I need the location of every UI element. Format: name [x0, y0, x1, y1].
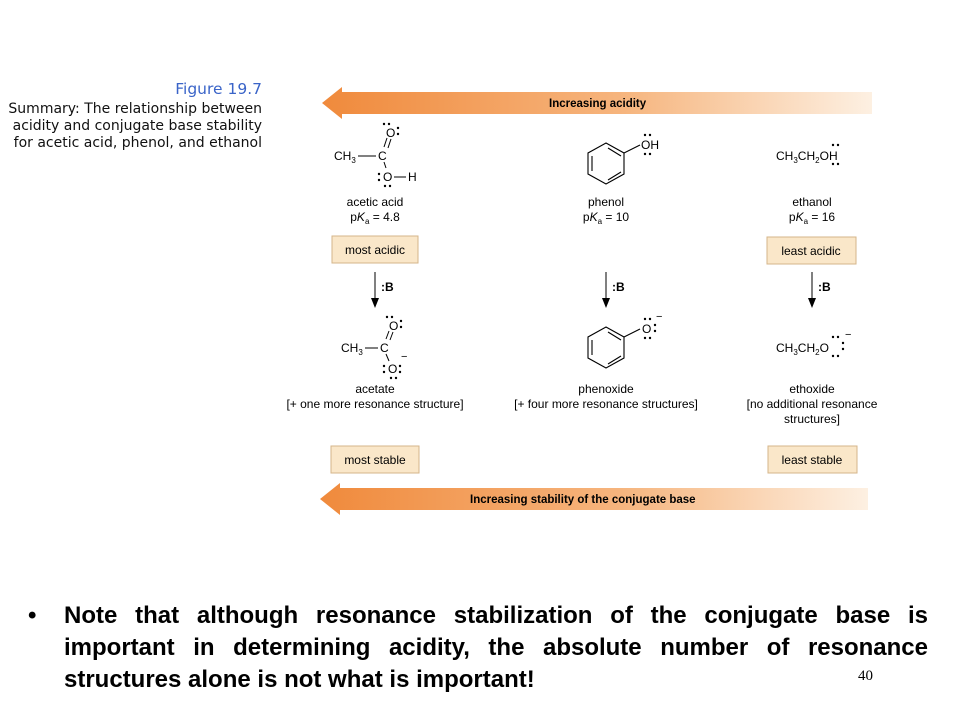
least-acidic-box: least acidic	[766, 236, 857, 265]
svg-text:C: C	[380, 341, 389, 355]
least-stable-box: least stable	[767, 445, 858, 474]
ethanol-name: ethanol	[792, 195, 831, 209]
ethanol-pka: pKa = 16	[789, 210, 836, 226]
phenoxide-lone-pairs	[643, 317, 657, 340]
page-number: 40	[858, 668, 873, 684]
ethoxide-note-line2: structures]	[784, 412, 840, 426]
svg-text:O: O	[386, 126, 395, 140]
acetate-structure: CH3 C O O −	[341, 315, 407, 380]
ethoxide-lone-pairs	[831, 335, 845, 358]
base-label-ethanol: :B	[818, 280, 831, 294]
svg-text:C: C	[378, 149, 387, 163]
note-text: Note that although resonance stabilizati…	[64, 602, 928, 693]
increasing-acidity-label: Increasing acidity	[549, 98, 647, 110]
phenoxide-o: O	[642, 322, 651, 336]
figure-description: Summary: The relationship between acidit…	[8, 100, 262, 152]
increasing-acidity-arrow: Increasing acidity	[322, 87, 872, 119]
phenol-oh: OH	[641, 138, 659, 152]
svg-text:H: H	[408, 170, 417, 184]
bullet-symbol: •	[28, 602, 37, 629]
acetic-acid-name: acetic acid	[347, 195, 404, 209]
base-arrow-phenol: :B	[602, 272, 625, 308]
svg-text:O: O	[389, 319, 398, 333]
ethoxide-formula: CH3CH2O	[776, 341, 829, 357]
phenol-lone-pairs	[643, 133, 652, 156]
acetic-acid-pka: pKa = 4.8	[350, 210, 400, 226]
base-arrow-ethanol: :B	[808, 272, 831, 308]
ethoxide-charge: −	[845, 329, 851, 341]
note-bullet: • Note that although resonance stabiliza…	[28, 600, 928, 696]
phenoxide-charge: −	[656, 311, 662, 323]
increasing-stability-label: Increasing stability of the conjugate ba…	[470, 494, 696, 506]
most-stable-box: most stable	[330, 445, 420, 474]
most-acidic-label: most acidic	[345, 243, 405, 257]
figure-number: Figure 19.7	[175, 80, 262, 98]
svg-text:O: O	[383, 170, 392, 184]
ethoxide-name: ethoxide	[789, 382, 835, 396]
base-label-acetic: :B	[381, 280, 394, 294]
ethoxide-note-line1: [no additional resonance	[747, 397, 878, 411]
most-stable-label: most stable	[344, 453, 406, 467]
figure-caption: Figure 19.7 Summary: The relationship be…	[0, 80, 262, 152]
ethanol-formula: CH3CH2OH	[776, 149, 838, 165]
least-stable-label: least stable	[782, 453, 843, 467]
acetic-acid-structure: CH3 C O O H	[334, 122, 417, 188]
most-acidic-box: most acidic	[331, 235, 419, 264]
phenol-structure	[587, 142, 641, 185]
acetate-note: [+ one more resonance structure]	[286, 397, 463, 411]
phenol-name: phenol	[588, 195, 624, 209]
acetate-name: acetate	[355, 382, 395, 396]
least-acidic-label: least acidic	[781, 244, 840, 258]
svg-text:CH3: CH3	[334, 149, 356, 165]
svg-text:CH3: CH3	[341, 341, 363, 357]
svg-text:−: −	[401, 351, 407, 363]
phenol-pka: pKa = 10	[583, 210, 630, 226]
ethanol-lone-pairs	[831, 143, 840, 166]
base-label-phenol: :B	[612, 280, 625, 294]
base-arrow-acetic: :B	[371, 272, 394, 308]
phenoxide-note: [+ four more resonance structures]	[514, 397, 698, 411]
svg-text:O: O	[388, 362, 397, 376]
phenoxide-structure	[587, 326, 641, 369]
increasing-stability-arrow: Increasing stability of the conjugate ba…	[320, 483, 868, 515]
phenoxide-name: phenoxide	[578, 382, 634, 396]
